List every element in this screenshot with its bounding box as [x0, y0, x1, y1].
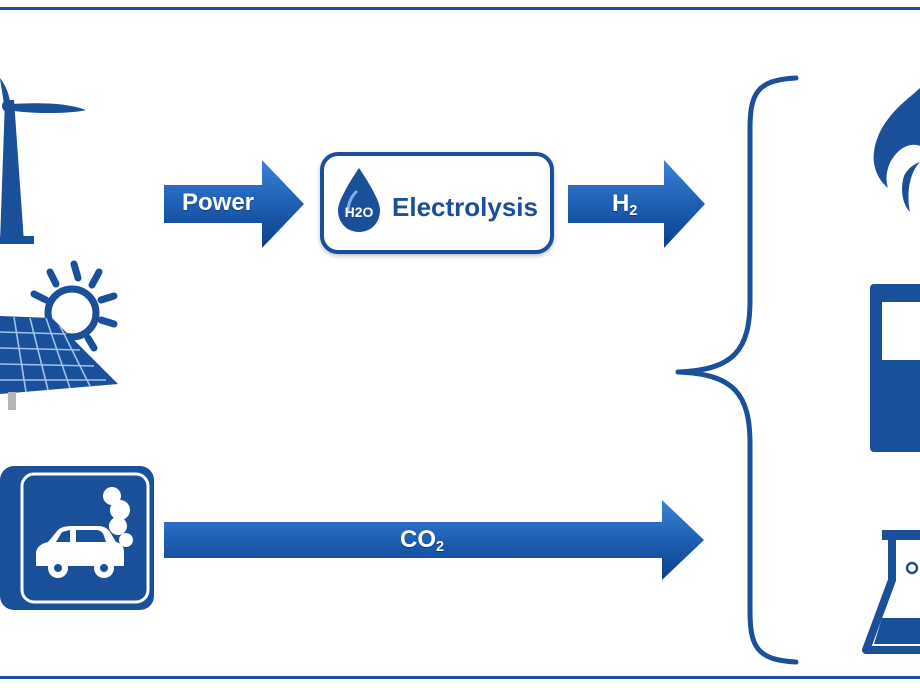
solar-panel-icon: [0, 258, 125, 413]
power-arrow-label: Power: [182, 189, 255, 216]
co2-arrow: CO2: [164, 500, 704, 580]
wind-turbine-icon: [0, 70, 100, 250]
electrolysis-label: Electrolysis: [392, 192, 538, 222]
co2-arrow-label: CO2: [400, 526, 445, 555]
electrolysis-box: H2O Electrolysis: [320, 152, 554, 254]
water-droplet-icon: H2O: [334, 166, 384, 234]
car-exhaust-icon: [0, 466, 156, 612]
frame-top-border: [0, 0, 920, 10]
h2-arrow-label: H2: [612, 190, 638, 219]
fuel-tank-icon: [870, 284, 920, 454]
fuel-drop-icon: [870, 88, 920, 228]
frame-bottom-border: [0, 676, 920, 690]
curly-brace: [674, 70, 804, 670]
h2-arrow: H2: [568, 160, 705, 248]
flask-icon: [862, 526, 920, 658]
droplet-text: H2O: [344, 204, 374, 220]
power-arrow: Power: [164, 160, 304, 248]
